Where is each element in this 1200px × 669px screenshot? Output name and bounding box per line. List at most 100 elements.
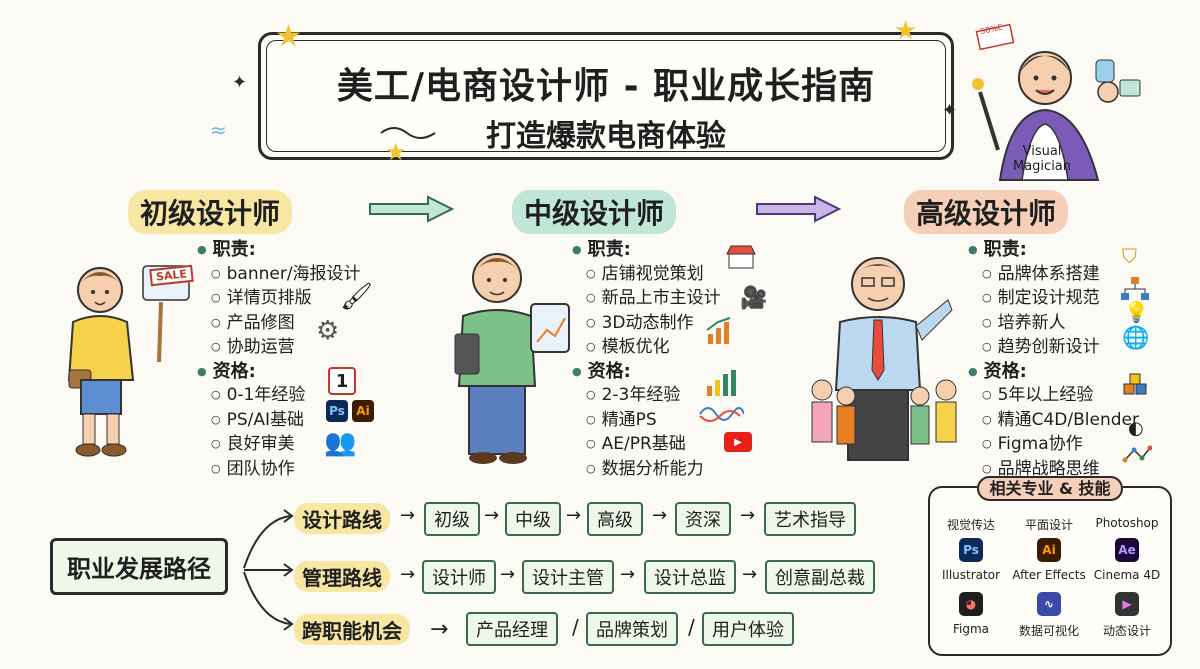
list-item: 品牌体系搭建 [968,262,1139,287]
star-icon: ★ [385,138,407,166]
path-step: 用户体验 [702,612,794,646]
list-item: 2-3年经验 [572,383,721,408]
career-path-label: 职业发展路径 [50,538,228,595]
skill-label: 平面设计 [1024,518,1073,532]
skills-title-text: 相关专业 & 技能 [977,476,1123,501]
skills-title: 相关专业 & 技能 [930,475,1170,501]
branch-arrows [243,509,294,631]
junior-list: 职责: banner/海报设计 详情页排版 产品修图 协助运营 资格: 0-1年… [197,238,361,481]
arrow-icon: → [566,505,582,526]
skill-label: 动态设计 [1102,624,1151,638]
illustrator-icon: Ai [352,400,374,422]
list-item: 0-1年经验 [197,383,361,408]
junior-character [67,265,190,457]
list-item: 培养新人 [968,311,1139,336]
skill-label: 视觉传达 [946,518,995,532]
after-effects-icon: Ae [1115,538,1139,562]
skill-label: Cinema 4D [1093,568,1161,582]
star-icon: ★ [275,19,302,54]
network-icon [1122,445,1152,463]
list-item: 数据分析能力 [572,457,721,482]
cubes-icon [1123,373,1147,395]
list-item: Figma协作 [968,432,1139,457]
mascot-label-line1: Visual [1022,144,1062,159]
route-cross-functional: 跨职能机会 [294,614,410,645]
path-step: 创意副总裁 [765,560,875,594]
figma-icon: ◐ [1128,418,1144,439]
path-step: 设计师 [422,560,496,594]
path-step: 高级 [587,502,643,536]
sparkle-icon: ✦ [942,100,958,121]
arrow-icon: → [742,564,758,585]
mid-duties-head: 职责: [572,238,721,262]
gear-icon: ⚙ [316,316,340,346]
mascot-label-line2: Magician [1013,159,1072,174]
arrow-icon: → [740,505,756,526]
list-item: 3D动态制作 [572,311,721,336]
path-step: 品牌策划 [586,612,678,646]
senior-duties-head: 职责: [968,238,1139,262]
sparkle-icon: ✦ [232,72,248,93]
arrow-right-icon [756,195,842,223]
junior-duties-head: 职责: [197,238,361,262]
arrow-icon: → [500,564,516,585]
calendar-icon: 1 [328,367,356,395]
skill-label: After Effects [1012,568,1086,582]
skill-label: Figma [952,622,990,636]
senior-character [811,257,957,461]
photoshop-icon: Ps [326,400,348,422]
route-management: 管理路线 [294,561,390,592]
junior-quals-head: 资格: [197,360,361,384]
splash-icon: ≈ [210,118,227,142]
arrow-icon: → [400,564,416,585]
list-item: 模板优化 [572,335,721,360]
path-step: 产品经理 [466,612,558,646]
path-step: 艺术指导 [764,502,856,536]
list-item: 产品修图 [197,311,361,336]
arrow-right-icon [369,195,455,223]
data-visualization-icon: ∿ [1037,592,1061,616]
photoshop-icon: Ps [959,538,983,562]
arrow-icon: → [430,617,449,642]
arrow-icon: → [620,564,636,585]
skill-label: 数据可视化 [1018,624,1079,638]
mid-character [454,253,570,464]
arrow-icon: → [484,505,500,526]
level-junior-title: 初级设计师 [128,190,293,234]
paintbrush-icon: 🖌 [340,282,374,312]
path-step: 中级 [505,502,561,536]
visual-magician-mascot [972,23,1141,181]
mascot-label: Visual Magician [1013,144,1071,174]
chart-up-icon [706,317,731,344]
path-step: 设计主管 [522,560,614,594]
list-item: 良好审美 [197,432,361,457]
senior-list: 职责: 品牌体系搭建 制定设计规范 培养新人 趋势创新设计 资格: 5年以上经验… [968,238,1139,481]
arrow-icon: → [400,505,416,526]
page-title: 美工/电商设计师 - 职业成长指南 [336,66,876,107]
mid-list: 职责: 店铺视觉策划 新品上市主设计 3D动态制作 模板优化 资格: 2-3年经… [572,238,721,481]
separator: / [572,615,579,639]
list-item: 5年以上经验 [968,383,1139,408]
skills-panel: 相关专业 & 技能 视觉传达 平面设计 Photoshop Ps Ai Ae I… [928,476,1172,656]
list-item: 店铺视觉策划 [572,262,721,287]
path-step: 初级 [424,502,480,536]
skill-label: Photoshop [1095,516,1159,530]
list-item: 制定设计规范 [968,286,1139,311]
list-item: banner/海报设计 [197,262,361,287]
storefront-icon [726,245,756,269]
mid-quals-head: 资格: [572,360,721,384]
list-item: AE/PR基础 [572,432,721,457]
page-subtitle: 打造爆款电商体验 [486,119,726,154]
figma-icon: ◕ [959,592,983,616]
list-item: 趋势创新设计 [968,335,1139,360]
shield-icon: ⛉ [1122,244,1137,268]
path-step: 设计总监 [644,560,736,594]
list-item: 协助运营 [197,335,361,360]
level-senior-title: 高级设计师 [904,190,1069,234]
arrow-icon: → [652,505,668,526]
globe-icon: 🌐 [1122,326,1150,351]
list-item: 新品上市主设计 [572,286,721,311]
camera-icon: 🎥 [740,286,768,311]
illustrator-icon: Ai [1037,538,1061,562]
list-item: 品牌战略思维 [968,457,1139,482]
